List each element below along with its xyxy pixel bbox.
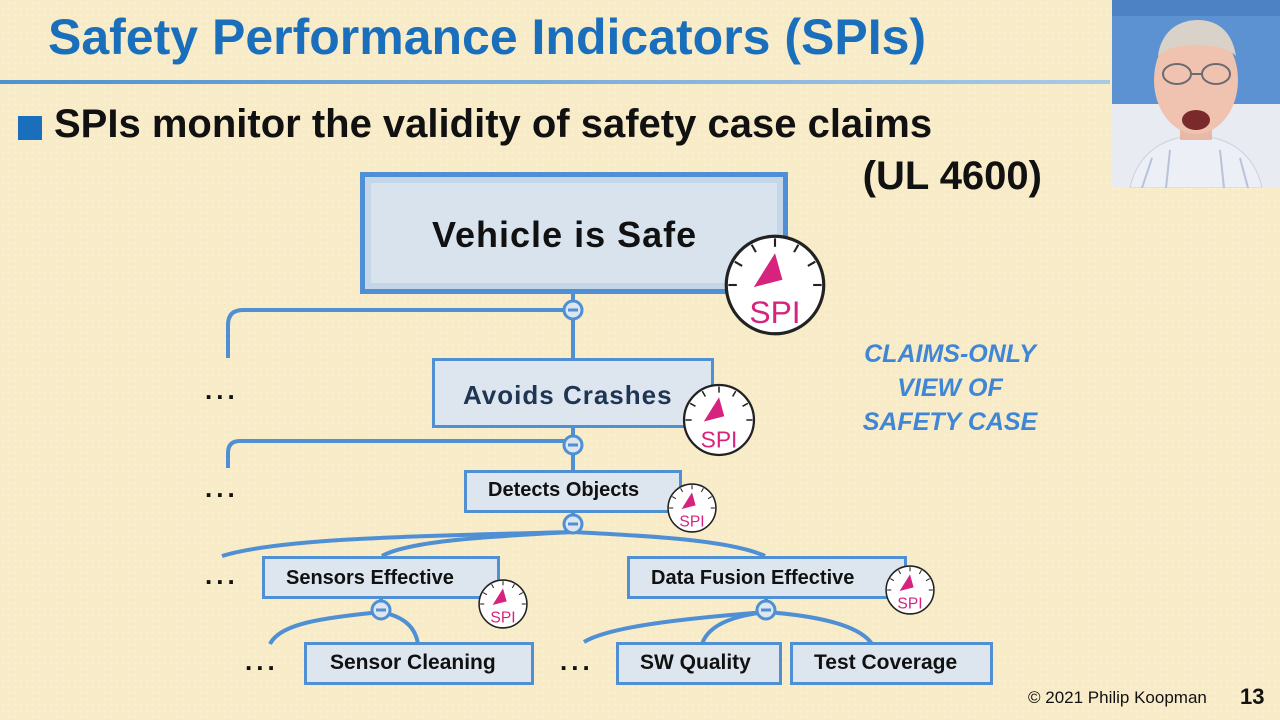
spi-gauge-icon: SPI [667, 483, 717, 533]
presenter-figure [1112, 0, 1280, 188]
node-vehicle-is-safe-label: Vehicle is Safe [432, 214, 698, 255]
node-sensors-effective-label: Sensors Effective [286, 567, 454, 589]
note-line-3: SAFETY CASE [862, 408, 1038, 436]
spi-label: SPI [749, 294, 800, 330]
spi-gauge-icon: SPI [682, 383, 756, 457]
spi-label: SPI [679, 514, 704, 531]
spi-label: SPI [701, 426, 738, 452]
node-data-fusion-effective-label: Data Fusion Effective [651, 567, 855, 589]
node-sensor-cleaning-label: Sensor Cleaning [330, 651, 496, 674]
ellipsis-level-3: ... [205, 560, 239, 590]
diagram-connectors [221, 293, 874, 646]
bullet-text: SPIs monitor the validity of safety case… [54, 102, 933, 146]
note-line-2: VIEW OF [897, 374, 1003, 402]
note-line-1: CLAIMS-ONLY [864, 340, 1036, 368]
node-sensors-effective [262, 556, 500, 599]
node-detects-objects-label: Detects Objects [488, 479, 640, 501]
ellipsis-level-4b: ... [560, 646, 594, 676]
node-sensor-cleaning [304, 642, 534, 685]
slide-number: 13 [1240, 684, 1265, 709]
ellipsis-level-1: ... [205, 375, 239, 405]
spi-label: SPI [490, 610, 515, 627]
title-underline [0, 80, 1110, 84]
node-avoids-crashes-label: Avoids Crashes [463, 380, 673, 410]
spi-gauge-icon: SPI [885, 565, 935, 615]
reference-label: (UL 4600) [862, 154, 1042, 198]
spi-label: SPI [897, 596, 922, 613]
spi-gauge-icon: SPI [724, 234, 826, 336]
node-data-fusion-effective [627, 556, 907, 599]
node-sw-quality [616, 642, 782, 685]
node-sw-quality-label: SW Quality [640, 651, 751, 674]
node-avoids-crashes [432, 358, 714, 428]
slide-title: Safety Performance Indicators (SPIs) [48, 9, 927, 65]
spi-gauge-icon: SPI [478, 579, 528, 629]
node-test-coverage-label: Test Coverage [814, 651, 958, 674]
copyright-footer: © 2021 Philip Koopman [1028, 688, 1207, 707]
node-detects-objects [464, 470, 682, 513]
connector-junctions [370, 299, 777, 621]
presenter-webcam [1112, 0, 1280, 188]
node-test-coverage [790, 642, 993, 685]
ellipsis-level-2: ... [205, 473, 239, 503]
bullet-square-icon [18, 116, 42, 140]
node-vehicle-is-safe [360, 172, 788, 294]
ellipsis-level-4a: ... [245, 646, 279, 676]
claims-only-note: CLAIMS-ONLY VIEW OF SAFETY CASE [850, 337, 1050, 439]
